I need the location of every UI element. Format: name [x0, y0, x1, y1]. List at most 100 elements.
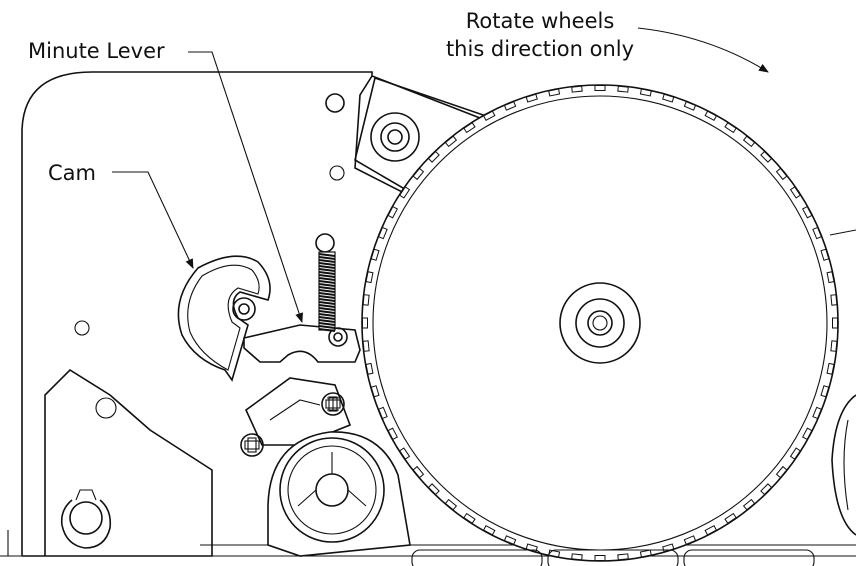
wheel-tooth — [463, 122, 476, 134]
wheel-tooth — [525, 93, 538, 103]
wheel-tooth — [399, 447, 411, 460]
wheel-tooth — [503, 535, 517, 545]
wheel-tooth — [683, 101, 697, 111]
cam — [177, 255, 271, 382]
spring-coil — [318, 304, 336, 308]
wheel-tooth — [444, 498, 458, 511]
spring-coil — [318, 286, 336, 290]
wheel-tooth — [812, 226, 822, 240]
spring-coil — [318, 253, 336, 257]
wheel-tooth — [830, 294, 838, 306]
wheel-tooth — [387, 427, 398, 441]
wheel-tooth — [427, 483, 440, 496]
spring-coil — [318, 256, 336, 260]
wheel-tooth — [594, 555, 606, 561]
spring-coil — [318, 268, 336, 272]
spring-coil — [318, 328, 336, 332]
spring-coil — [318, 301, 336, 305]
wheel-tooth — [724, 122, 737, 134]
spring — [315, 233, 336, 332]
spring-coil — [318, 325, 336, 329]
spring-coil — [318, 313, 336, 317]
wheel-tooth — [775, 167, 788, 181]
right-wheel-fragment — [829, 229, 856, 536]
wheel-tooth — [399, 186, 411, 199]
wheel-tooth — [412, 465, 425, 479]
wheel-tooth — [362, 340, 370, 352]
wheel-tooth — [789, 447, 801, 460]
wheel-tooth — [617, 85, 629, 93]
wheel-tooth — [639, 88, 652, 97]
minute-lever — [243, 324, 361, 363]
wheel-tooth — [826, 362, 835, 375]
wheel-tooth — [802, 427, 813, 441]
screw-icon — [321, 392, 345, 416]
wheel-tooth — [548, 88, 561, 97]
spring-coil — [318, 265, 336, 269]
spring-coil — [318, 274, 336, 278]
spring-coil — [318, 298, 336, 302]
spring-coil — [318, 289, 336, 293]
wheel-tooth — [412, 167, 425, 181]
spring-coil — [318, 271, 336, 275]
spring-coil — [318, 283, 336, 287]
wheel-tooth — [724, 512, 737, 524]
rotate-label-line1: Rotate wheels — [466, 9, 615, 33]
wheel-tooth — [482, 110, 496, 121]
wheel-tooth — [742, 498, 756, 511]
wheel-tooth — [826, 271, 835, 284]
spring-coil — [318, 295, 336, 299]
spring-coil — [318, 322, 336, 326]
spring-coil — [318, 316, 336, 320]
wheel-tooth — [463, 512, 476, 524]
wheel-tooth — [760, 483, 773, 496]
spring-coil — [318, 262, 336, 266]
wheel-tooth — [427, 150, 440, 163]
spring-coil — [318, 277, 336, 281]
lower-bracket — [240, 377, 352, 457]
rotate-label-line2: this direction only — [446, 37, 634, 61]
c-clip — [60, 489, 112, 549]
wheel-tooth — [370, 248, 380, 261]
wheel-tooth — [571, 553, 583, 561]
wheel-tooth — [789, 186, 801, 199]
wheel-tooth — [571, 85, 583, 93]
wheel-tooth — [378, 226, 388, 240]
spring-coil — [318, 259, 336, 263]
cam-label: Cam — [48, 161, 96, 185]
wheel-tooth — [482, 525, 496, 536]
wheel-tooth — [812, 406, 822, 420]
wheel-tooth — [704, 110, 718, 121]
plate-holes — [74, 93, 345, 419]
wheel-tooth — [503, 101, 517, 111]
wheel-tooth — [387, 205, 398, 219]
wheel-tooth — [802, 205, 813, 219]
screw-icon — [240, 433, 264, 457]
wheel-tooth — [742, 135, 756, 148]
wheel-tooth — [365, 362, 374, 375]
wheel-tooth — [594, 85, 606, 91]
wheel-tooth — [362, 294, 370, 306]
wheel-tooth — [365, 271, 374, 284]
display-windows — [411, 549, 815, 566]
wheel-tooth — [775, 465, 788, 479]
wheel-tooth — [820, 248, 830, 261]
spring-coil — [318, 292, 336, 296]
large-wheel — [361, 84, 839, 562]
spring-coil — [318, 310, 336, 314]
wheel-tooth — [662, 93, 675, 103]
wheel-tooth — [444, 135, 458, 148]
minute-lever-label: Minute Lever — [28, 39, 165, 63]
wheel-tooth — [639, 549, 652, 558]
wheel-tooth — [820, 385, 830, 398]
wheel-tooth — [704, 525, 718, 536]
wheel-tooth — [832, 317, 838, 329]
leader-lines — [112, 27, 769, 323]
wheel-tooth — [370, 385, 380, 398]
spring-coil — [318, 319, 336, 323]
wheel-tooth — [617, 553, 629, 561]
wheel-tooth — [683, 535, 697, 545]
wheel-tooth — [760, 150, 773, 163]
wheel-tooth — [362, 317, 368, 329]
